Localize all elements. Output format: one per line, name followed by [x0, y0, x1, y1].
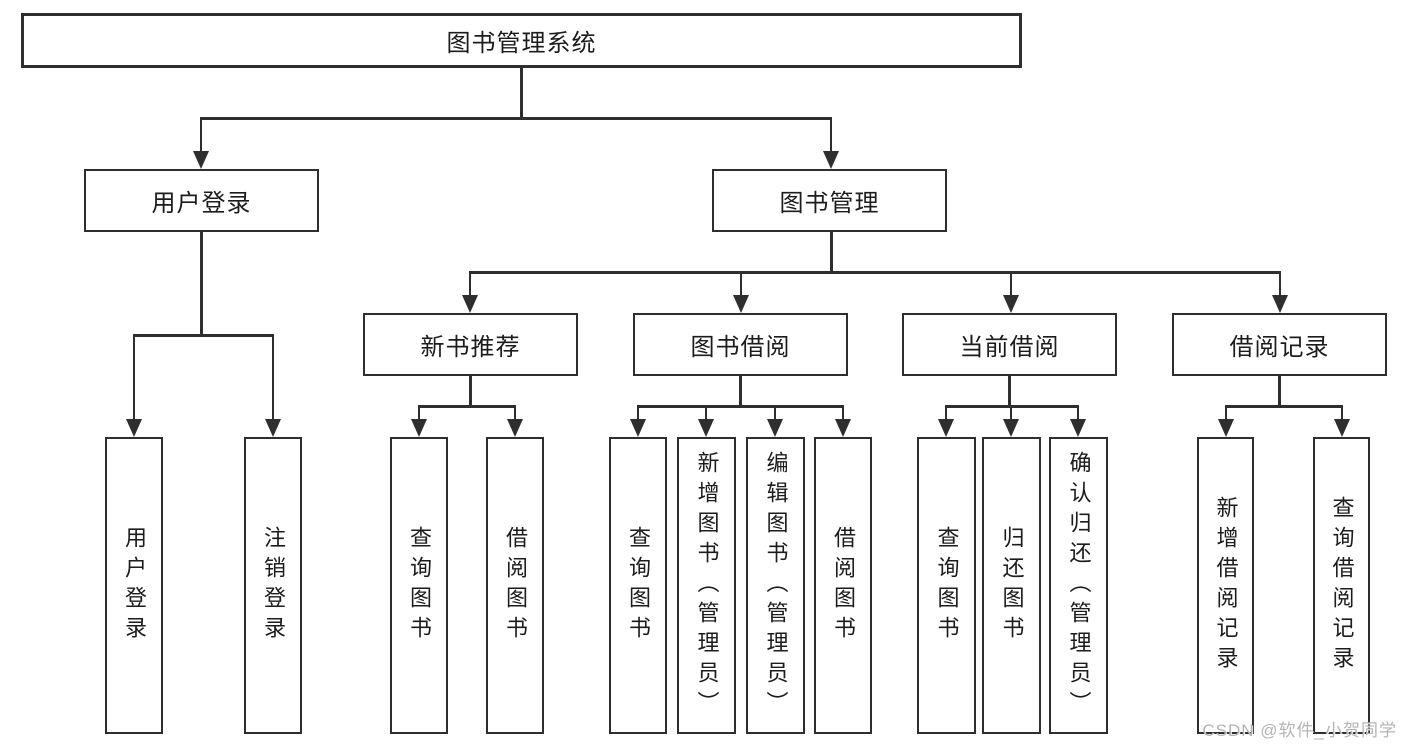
leaf-add-borrow-record-label: 新增借阅记录: [1213, 495, 1239, 676]
arrow-down-icon: [823, 118, 839, 169]
connector-line: [1225, 405, 1343, 408]
arrow-down-icon: [630, 405, 646, 437]
leaf-confirm-return-admin: 确认归还（管理员）: [1049, 437, 1108, 734]
connector-line: [469, 271, 1281, 274]
arrow-down-icon: [265, 334, 281, 437]
arrow-down-icon: [1070, 405, 1086, 437]
node-book-manage: 图书管理: [712, 169, 947, 232]
leaf-query-borrow-record-label: 查询借阅记录: [1329, 495, 1355, 676]
arrow-down-icon: [698, 405, 714, 437]
node-user-login: 用户登录: [84, 169, 319, 232]
leaf-logout-label: 注销登录: [261, 525, 286, 646]
leaf-edit-book-admin: 编辑图书（管理员）: [746, 437, 805, 734]
node-book-manage-label: 图书管理: [779, 190, 880, 217]
arrow-down-icon: [411, 405, 427, 437]
leaf-user-login-label: 用户登录: [122, 525, 147, 646]
connector-line: [739, 375, 742, 406]
node-current-borrow: 当前借阅: [902, 313, 1117, 376]
leaf-borrow-book: 借阅图书: [814, 437, 872, 734]
node-root: 图书管理系统: [21, 13, 1022, 68]
leaf-add-book-admin-label: 新增图书（管理员）: [694, 450, 720, 721]
arrow-down-icon: [507, 405, 523, 437]
connector-line: [200, 231, 203, 335]
leaf-return-book-label: 归还图书: [999, 525, 1025, 646]
arrow-down-icon: [462, 272, 478, 313]
leaf-recommend-borrow-book: 借阅图书: [486, 437, 544, 734]
connector-line: [133, 334, 274, 337]
leaf-recommend-query-book: 查询图书: [390, 437, 448, 734]
leaf-return-book: 归还图书: [982, 437, 1041, 734]
connector-line: [1278, 375, 1281, 406]
leaf-borrow-query-book: 查询图书: [609, 437, 667, 734]
arrow-down-icon: [733, 272, 749, 313]
leaf-confirm-return-admin-label: 确认归还（管理员）: [1066, 450, 1092, 721]
leaf-add-borrow-record: 新增借阅记录: [1197, 437, 1254, 734]
node-book-borrow-label: 图书借阅: [690, 334, 791, 361]
arrow-down-icon: [1272, 272, 1288, 313]
node-book-borrow: 图书借阅: [633, 313, 848, 376]
leaf-add-book-admin: 新增图书（管理员）: [677, 437, 736, 734]
leaf-current-query-book-label: 查询图书: [934, 525, 960, 646]
arrow-down-icon: [193, 118, 209, 169]
connector-line: [1008, 376, 1011, 406]
node-root-label: 图书管理系统: [446, 30, 597, 57]
arrow-down-icon: [835, 405, 851, 437]
connector-line: [469, 375, 472, 406]
connector-line: [520, 67, 523, 119]
node-new-book-recommend-label: 新书推荐: [420, 334, 521, 361]
leaf-current-query-book: 查询图书: [917, 437, 976, 734]
leaf-logout: 注销登录: [244, 437, 302, 734]
leaf-query-borrow-record: 查询借阅记录: [1313, 437, 1370, 734]
arrow-down-icon: [1003, 405, 1019, 437]
node-new-book-recommend: 新书推荐: [363, 313, 578, 376]
node-borrow-records: 借阅记录: [1172, 313, 1387, 376]
csdn-watermark: CSDN @软件_小贺同学: [1202, 721, 1397, 740]
arrow-down-icon: [938, 405, 954, 437]
connector-line: [418, 405, 516, 408]
connector-line: [200, 117, 832, 120]
arrow-down-icon: [1003, 272, 1019, 313]
node-current-borrow-label: 当前借阅: [959, 334, 1060, 361]
leaf-edit-book-admin-label: 编辑图书（管理员）: [763, 450, 789, 721]
node-user-login-label: 用户登录: [151, 190, 252, 217]
leaf-recommend-borrow-book-label: 借阅图书: [503, 525, 528, 646]
arrow-down-icon: [767, 405, 783, 437]
connector-line: [637, 405, 844, 408]
arrow-down-icon: [126, 334, 142, 437]
leaf-user-login: 用户登录: [105, 437, 163, 734]
connector-line: [830, 231, 833, 273]
arrow-down-icon: [1334, 405, 1350, 437]
leaf-recommend-query-book-label: 查询图书: [407, 525, 432, 646]
leaf-borrow-book-label: 借阅图书: [831, 525, 856, 646]
leaf-borrow-query-book-label: 查询图书: [626, 525, 651, 646]
node-borrow-records-label: 借阅记录: [1229, 334, 1330, 361]
arrow-down-icon: [1218, 405, 1234, 437]
